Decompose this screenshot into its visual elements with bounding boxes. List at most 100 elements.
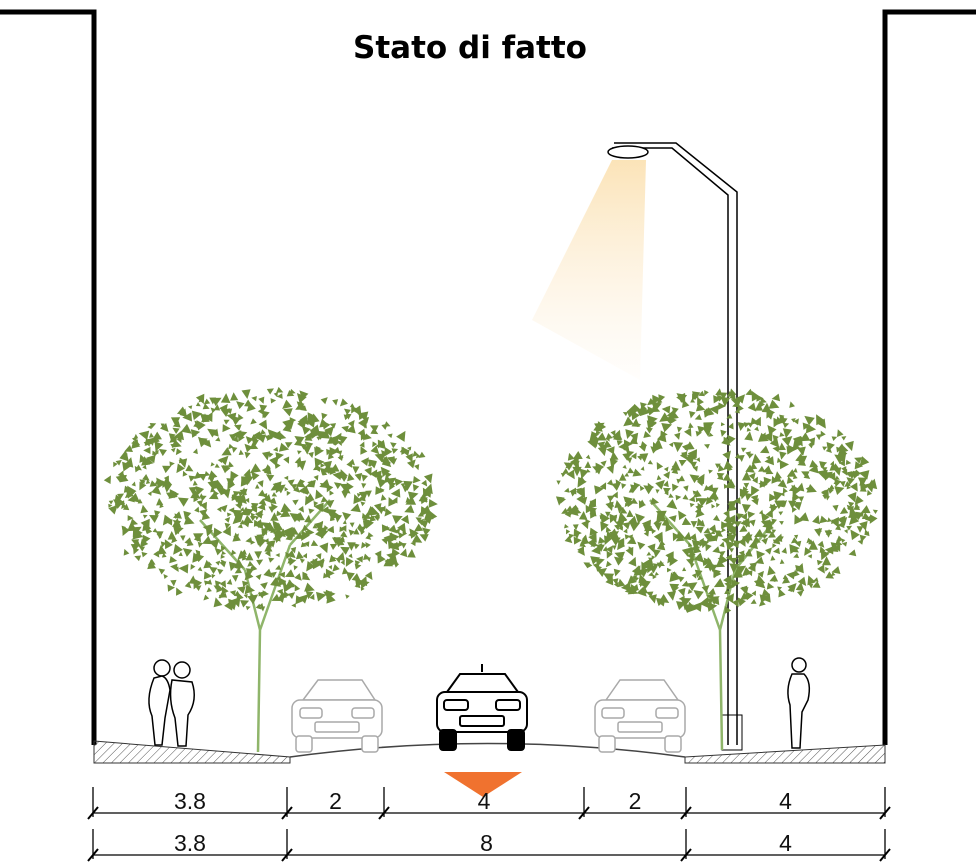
leaf [274, 462, 281, 469]
leaf [710, 530, 716, 535]
leaf [761, 512, 770, 522]
leaf [141, 551, 148, 558]
leaf [138, 430, 150, 441]
leaf [754, 426, 759, 432]
leaf [130, 544, 141, 552]
leaf [630, 452, 637, 460]
leaf [834, 486, 845, 496]
leaf [825, 446, 832, 453]
leaf [787, 446, 794, 452]
leaf [661, 423, 673, 433]
leaf [182, 470, 188, 477]
leaf [723, 460, 734, 470]
leaf [606, 550, 613, 559]
leaf [841, 436, 847, 441]
leaf [414, 464, 420, 471]
leaf [144, 438, 154, 446]
leaf [699, 596, 709, 608]
leaf [218, 590, 227, 598]
leaf [280, 503, 292, 513]
dimension-label: 2 [329, 788, 342, 814]
leaf [777, 479, 788, 489]
leaf [178, 551, 183, 557]
leaf [647, 459, 654, 465]
leaf [655, 489, 660, 494]
leaf [653, 531, 663, 543]
leaf [572, 524, 579, 531]
leaf [814, 528, 823, 537]
leaf [740, 517, 750, 528]
leaf [846, 471, 853, 478]
leaf [232, 515, 242, 525]
leaf [628, 556, 637, 567]
leaf [766, 582, 775, 590]
leaf [837, 517, 848, 526]
leaf [676, 393, 688, 403]
leaf [719, 541, 725, 548]
leaf [276, 393, 283, 399]
leaf [854, 495, 864, 505]
leaf [251, 471, 260, 481]
leaf [737, 455, 745, 463]
leaf [234, 567, 242, 574]
leaf [230, 392, 239, 401]
leaf [322, 470, 328, 476]
leaf [209, 566, 218, 575]
leaf [257, 480, 264, 488]
leaf [162, 465, 172, 474]
leaf [756, 394, 764, 402]
leaf [641, 561, 649, 571]
leaf [272, 520, 281, 529]
leaf [750, 462, 758, 470]
leaf [845, 459, 852, 466]
leaf [683, 427, 692, 437]
leaf [154, 441, 164, 452]
leaf [713, 578, 725, 588]
leaf [605, 560, 612, 568]
leaf [417, 518, 425, 526]
right-building-facade [882, 9, 976, 745]
leaf [258, 498, 267, 506]
leaf [748, 472, 756, 480]
leaf [184, 581, 192, 589]
leaf [258, 396, 265, 404]
leaf [765, 508, 773, 518]
leaf [301, 530, 310, 542]
leaf [401, 542, 407, 549]
leaf [629, 435, 638, 445]
leaf [804, 547, 812, 556]
leaf [616, 434, 623, 440]
leaf [654, 571, 659, 577]
leaf [663, 487, 671, 495]
leaf [257, 503, 266, 511]
leaf [613, 556, 624, 566]
leaf [777, 500, 785, 508]
leaf [160, 423, 165, 428]
leaf [636, 586, 647, 597]
leaf [375, 486, 385, 495]
leaf [697, 575, 703, 581]
leaf [339, 398, 348, 407]
leaf [697, 397, 704, 406]
leaf [220, 393, 231, 404]
leaf [187, 405, 193, 410]
leaf [772, 543, 777, 549]
leaf [771, 475, 779, 484]
leaf [744, 431, 754, 441]
leaf [235, 565, 241, 570]
leaf [289, 512, 301, 523]
leaf [140, 504, 149, 514]
road-surface [289, 742, 686, 758]
leaf [255, 484, 260, 489]
leaf [603, 573, 615, 583]
leaf [689, 411, 696, 419]
leaf [149, 515, 159, 523]
leaf [196, 500, 203, 507]
leaf [736, 565, 747, 574]
leaf [340, 476, 348, 482]
leaf [726, 532, 733, 538]
leaf [813, 577, 819, 582]
drawing-title: Stato di fatto [353, 30, 587, 66]
leaf [353, 528, 360, 535]
leaf [234, 558, 244, 569]
